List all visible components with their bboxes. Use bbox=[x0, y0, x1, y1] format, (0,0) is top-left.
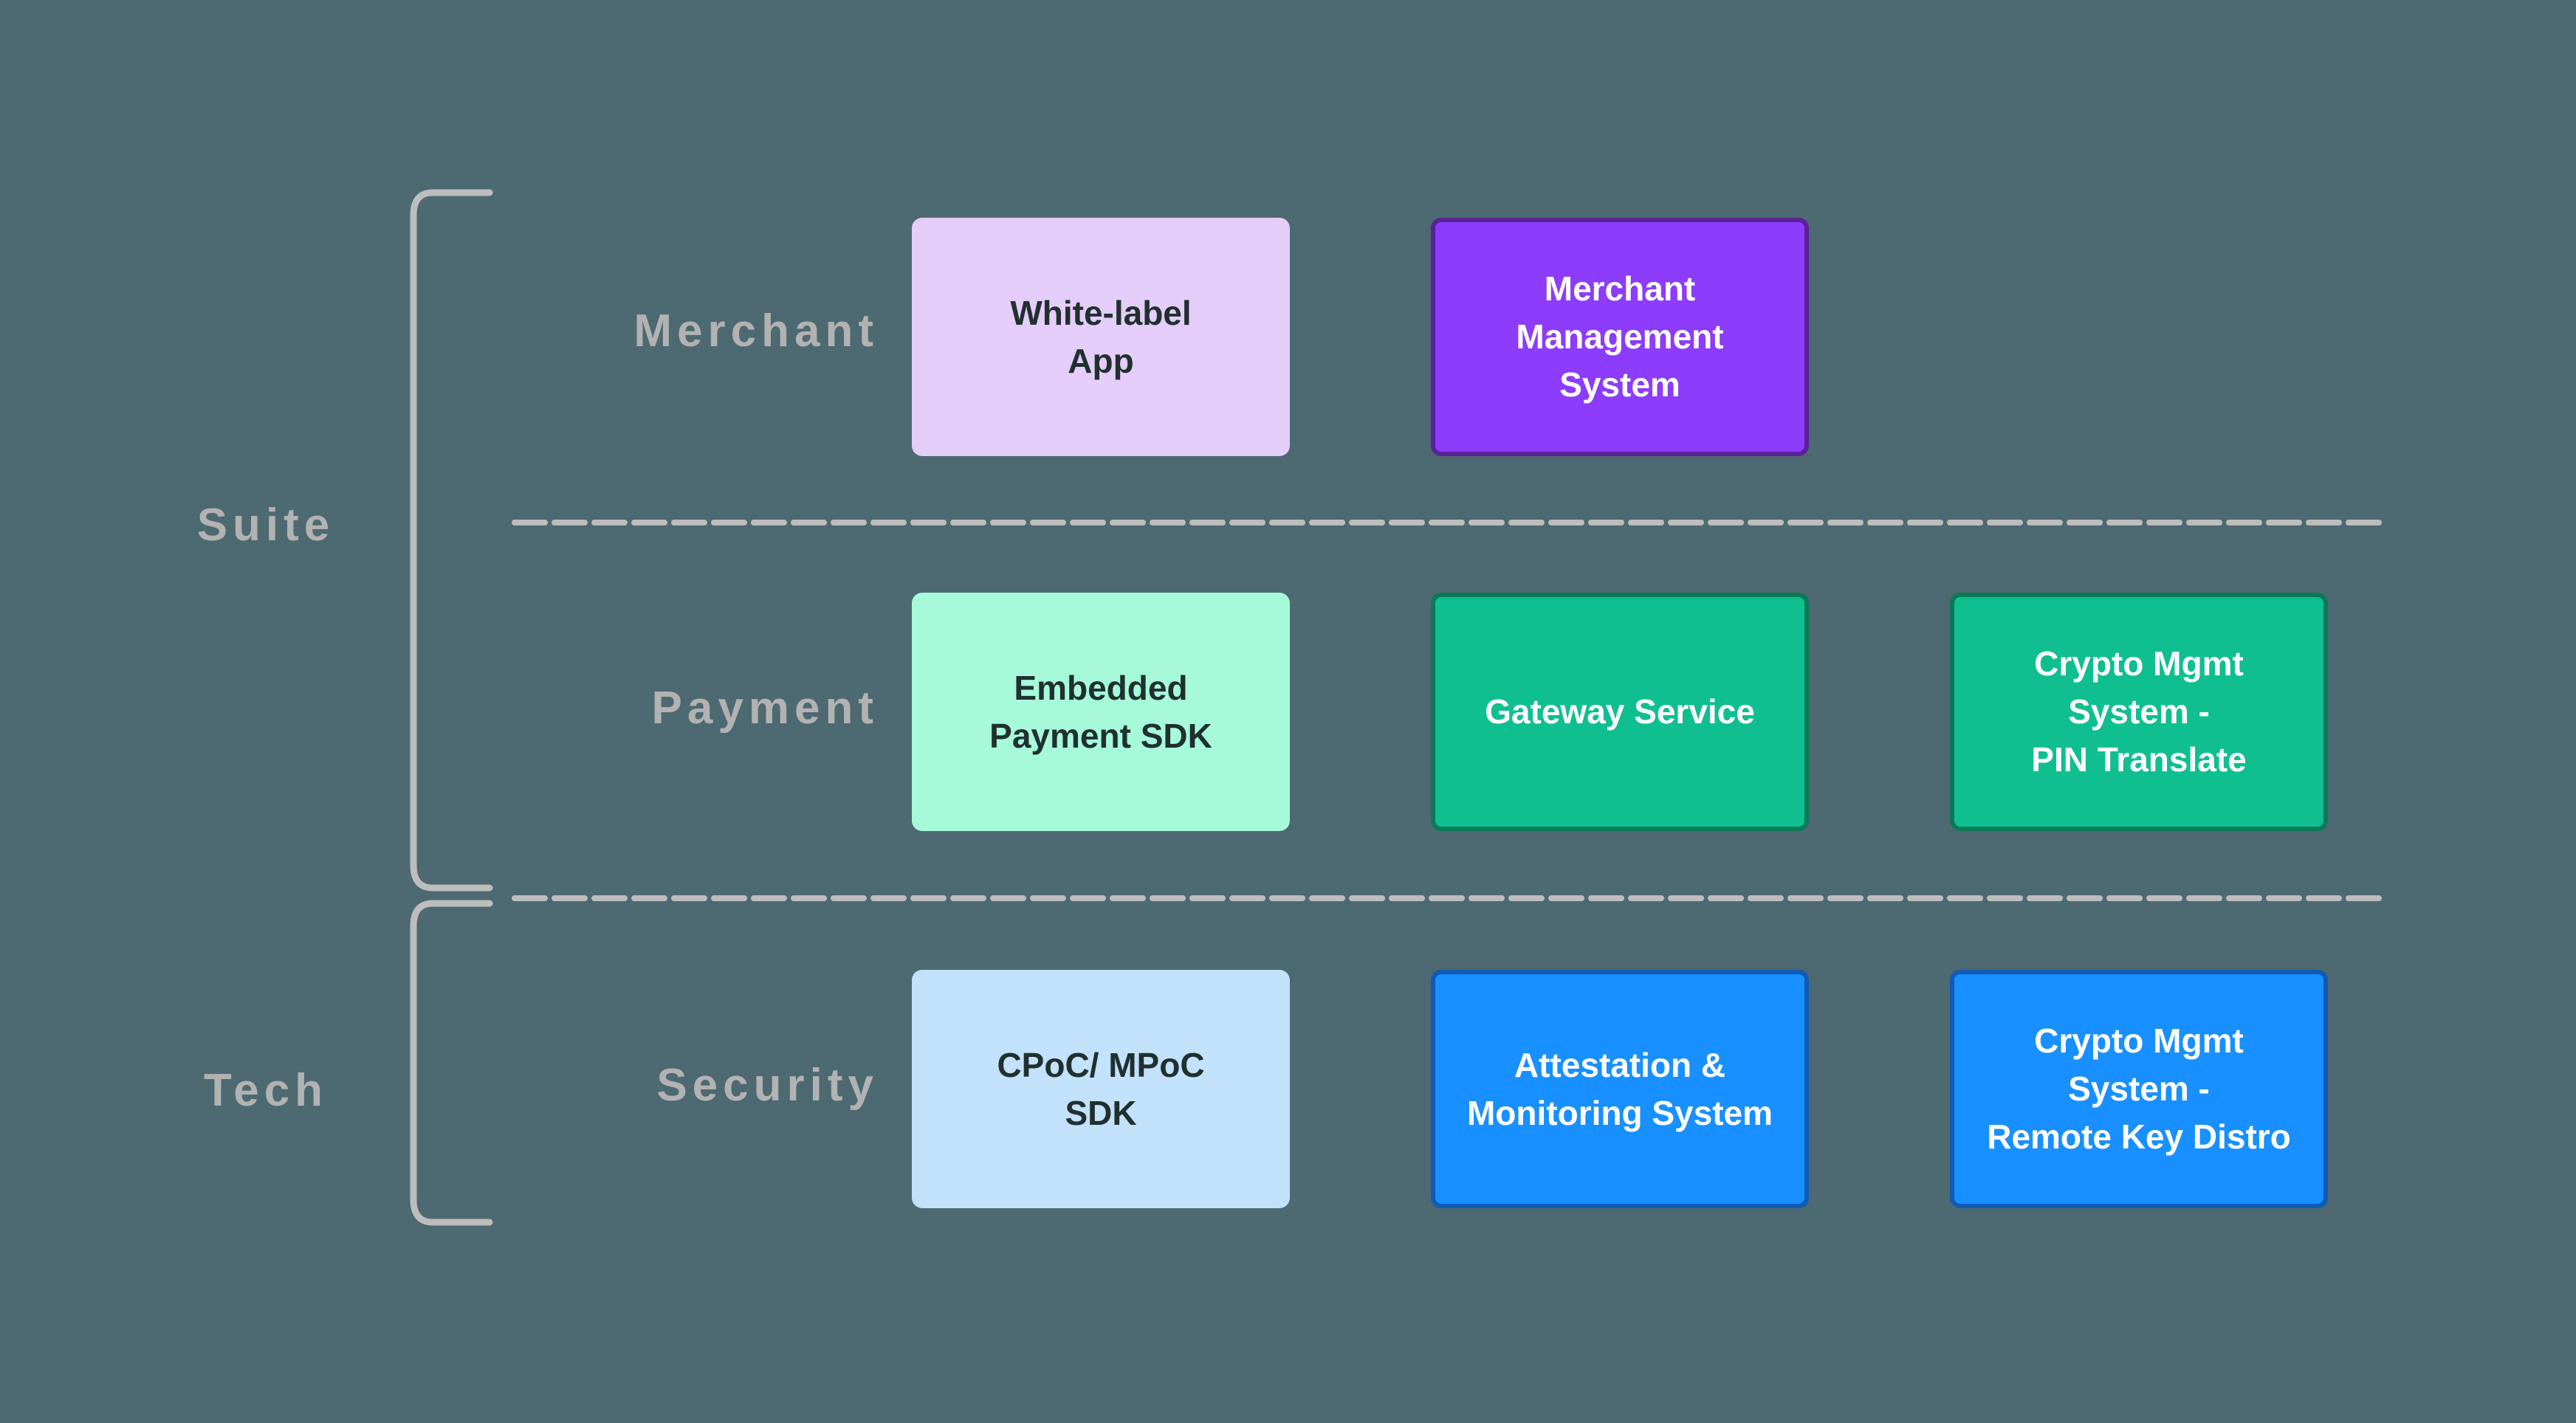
card-white-label-app-text: White-label App bbox=[1010, 293, 1192, 380]
card-merchant-management-system[interactable]: Merchant Management System bbox=[1431, 218, 1809, 456]
group-label-tech: Tech bbox=[203, 1065, 329, 1116]
card-crypto-mgmt-remote-key-distro[interactable]: Crypto Mgmt System - Remote Key Distro bbox=[1950, 970, 2328, 1208]
row-label-payment: Payment bbox=[651, 683, 879, 734]
card-cpoc-mpoc-sdk-text: CPoC/ MPoC SDK bbox=[997, 1045, 1205, 1132]
card-crypto-mgmt-remote-key-distro-text: Crypto Mgmt System - Remote Key Distro bbox=[1987, 1021, 2291, 1156]
card-cpoc-mpoc-sdk[interactable]: CPoC/ MPoC SDK bbox=[912, 970, 1290, 1208]
row-label-merchant: Merchant bbox=[633, 306, 879, 356]
card-attestation-monitoring-system[interactable]: Attestation & Monitoring System bbox=[1431, 970, 1809, 1208]
group-label-suite: Suite bbox=[196, 500, 335, 551]
card-crypto-mgmt-pin-translate-text: Crypto Mgmt System - PIN Translate bbox=[2031, 644, 2247, 779]
row-label-security: Security bbox=[656, 1060, 879, 1111]
card-gateway-service-text: Gateway Service bbox=[1485, 692, 1755, 731]
suite-bracket bbox=[410, 189, 493, 892]
card-gateway-service[interactable]: Gateway Service bbox=[1431, 593, 1809, 831]
tech-bracket bbox=[410, 900, 493, 1226]
card-attestation-monitoring-system-text: Attestation & Monitoring System bbox=[1466, 1045, 1773, 1132]
card-embedded-payment-sdk-text: Embedded Payment SDK bbox=[989, 668, 1212, 755]
card-merchant-management-system-text: Merchant Management System bbox=[1516, 269, 1724, 404]
card-embedded-payment-sdk[interactable]: Embedded Payment SDK bbox=[912, 593, 1290, 831]
card-crypto-mgmt-pin-translate[interactable]: Crypto Mgmt System - PIN Translate bbox=[1950, 593, 2328, 831]
card-white-label-app[interactable]: White-label App bbox=[912, 218, 1290, 456]
